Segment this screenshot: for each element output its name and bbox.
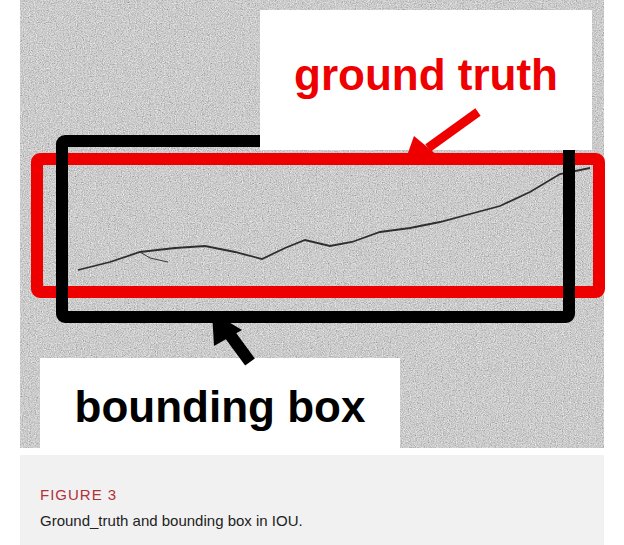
concrete-noise	[20, 0, 604, 448]
figure-caption: Ground_truth and bounding box in IOU.	[40, 512, 303, 529]
ground-truth-rect	[37, 159, 599, 292]
crack-line	[78, 168, 590, 270]
label-text: bounding box	[40, 382, 400, 432]
black-arrow-head	[212, 312, 242, 346]
caption-panel	[20, 455, 604, 545]
label-text: ground truth	[260, 50, 592, 100]
bounding-box-rect	[62, 141, 569, 317]
concrete-texture	[20, 0, 604, 448]
label-box: ground truth	[260, 10, 592, 150]
figure-number: FIGURE 3	[40, 486, 117, 503]
crack-branch	[140, 252, 168, 262]
label-box: bounding box	[40, 358, 400, 448]
